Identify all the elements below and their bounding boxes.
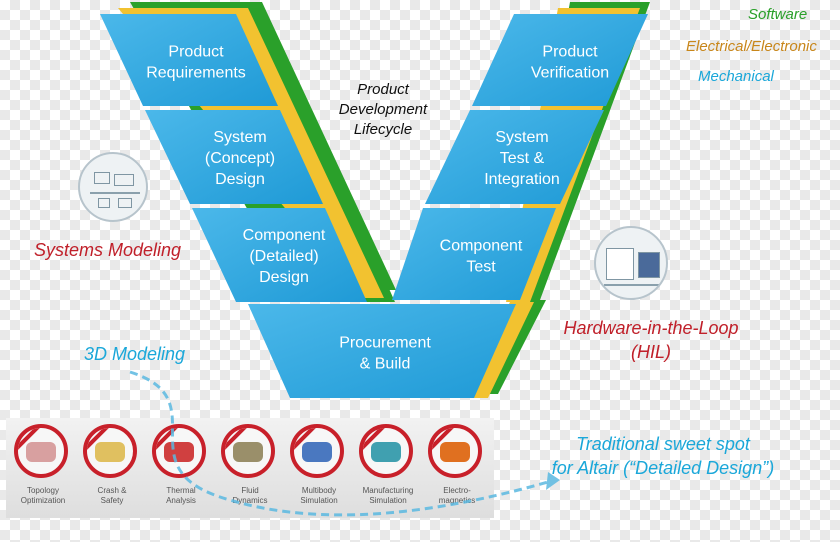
tool-label-line-2: Dynamics (232, 496, 268, 505)
topology-optimization-icon (14, 424, 68, 478)
stage-system-design-label: System (Concept) Design (205, 129, 275, 188)
legend-mechanical: Mechanical (698, 68, 774, 85)
stage-component-test-line-1: Component (440, 238, 523, 255)
legend-software-label: Software (748, 6, 808, 23)
tool-label-line-1: Topology (26, 486, 60, 495)
tool-label-line-1: Crash & (97, 486, 127, 495)
stage-component-design-line-2: (Detailed) (249, 248, 318, 265)
tool-label-line-1: Fluid (241, 486, 259, 495)
stage-system-test-shape (425, 110, 604, 204)
stage-system-design-line-1: System (213, 129, 266, 146)
tool-label-line-1: Multibody (301, 486, 337, 495)
stage-system-test-integration-line-1: System (495, 129, 548, 146)
tool-label-line-1: Thermal (166, 486, 196, 495)
stage-procurement-build-line-1: Procurement (339, 335, 431, 352)
electromagnetics-icon (428, 424, 482, 478)
hil-label-line-1: Hardware-in-the-Loop (563, 318, 739, 338)
modeling-3d-label: 3D Modeling (84, 344, 185, 365)
tool-label-line-2: magnetics (438, 496, 476, 505)
stage-system-test-integration-line-3: Integration (484, 171, 560, 188)
tool-label-line-1: Electro- (443, 486, 471, 495)
multibody-simulation-icon (290, 424, 344, 478)
tool-label-line-2: Analysis (166, 496, 196, 505)
center-title-line-1: Product (357, 81, 409, 98)
stage-procurement-build-line-2: & Build (360, 356, 411, 373)
legend-electrical-label: Electrical/Electronic (686, 38, 817, 55)
tool-label-line-2: Optimization (20, 496, 66, 505)
hil-image (594, 226, 668, 300)
tool-label-line-2: Simulation (369, 496, 407, 505)
center-title-line-2: Development (338, 101, 428, 118)
stage-component-design-label: Component (Detailed) Design (243, 227, 326, 286)
stage-component-design-line-3: Design (259, 269, 309, 286)
stage-system-test-integration-line-2: Test & (500, 150, 545, 167)
sweet-spot-line-1: Traditional sweet spot (576, 434, 750, 454)
fluid-dynamics-icon (221, 424, 275, 478)
stage-component-design-line-1: Component (243, 227, 326, 244)
stage-product-requirements-line-1: Product (168, 44, 224, 61)
stage-product-requirements-shape (100, 14, 278, 106)
stage-component-test-shape (392, 208, 556, 300)
legend-electrical: Electrical/Electronic (686, 38, 817, 55)
legend-software: Software (748, 6, 807, 23)
tool-label-line-1: Manufacturing (362, 486, 414, 495)
systems-modeling-label: Systems Modeling (34, 240, 181, 261)
tool-label-line-2: Simulation (300, 496, 338, 505)
stage-system-design-shape (145, 110, 323, 204)
systems-modeling-text: Systems Modeling (34, 240, 182, 260)
thermal-analysis-icon (152, 424, 206, 478)
manufacturing-simulation-icon (359, 424, 413, 478)
stage-system-design-line-3: Design (215, 171, 265, 188)
sweet-spot-label: Traditional sweet spot for Altair (“Deta… (498, 432, 828, 480)
legend-mechanical-label: Mechanical (698, 68, 774, 85)
systems-modeling-image (78, 152, 148, 222)
sweet-spot-line-2: for Altair (“Detailed Design”) (551, 458, 775, 478)
center-title: Product Development Lifecycle (322, 80, 444, 140)
tool-label: Electro-magnetics (418, 486, 496, 506)
hil-label-line-2: (HIL) (631, 342, 671, 362)
tool-label-line-2: Safety (100, 496, 124, 505)
tool-label: Crash &Safety (73, 486, 151, 506)
stage-product-requirements-line-2: Requirements (146, 65, 246, 82)
stage-system-design-line-2: (Concept) (205, 150, 275, 167)
stage-procurement-build-label: Procurement & Build (339, 335, 431, 373)
tool-crash-safety: Crash &Safety (79, 422, 145, 516)
tool-electromagnetics: Electro-magnetics (424, 422, 490, 516)
stage-component-test-line-2: Test (466, 259, 496, 276)
stage-component-design-shape (192, 208, 367, 302)
hil-label: Hardware-in-the-Loop (HIL) (536, 316, 766, 364)
stage-product-verification-line-1: Product (542, 44, 598, 61)
stage-product-verification-line-2: Verification (531, 65, 609, 82)
stage-product-verification-shape (472, 14, 648, 106)
crash-safety-icon (83, 424, 137, 478)
modeling-3d-text: 3D Modeling (84, 344, 186, 364)
center-title-line-3: Lifecycle (353, 121, 413, 138)
